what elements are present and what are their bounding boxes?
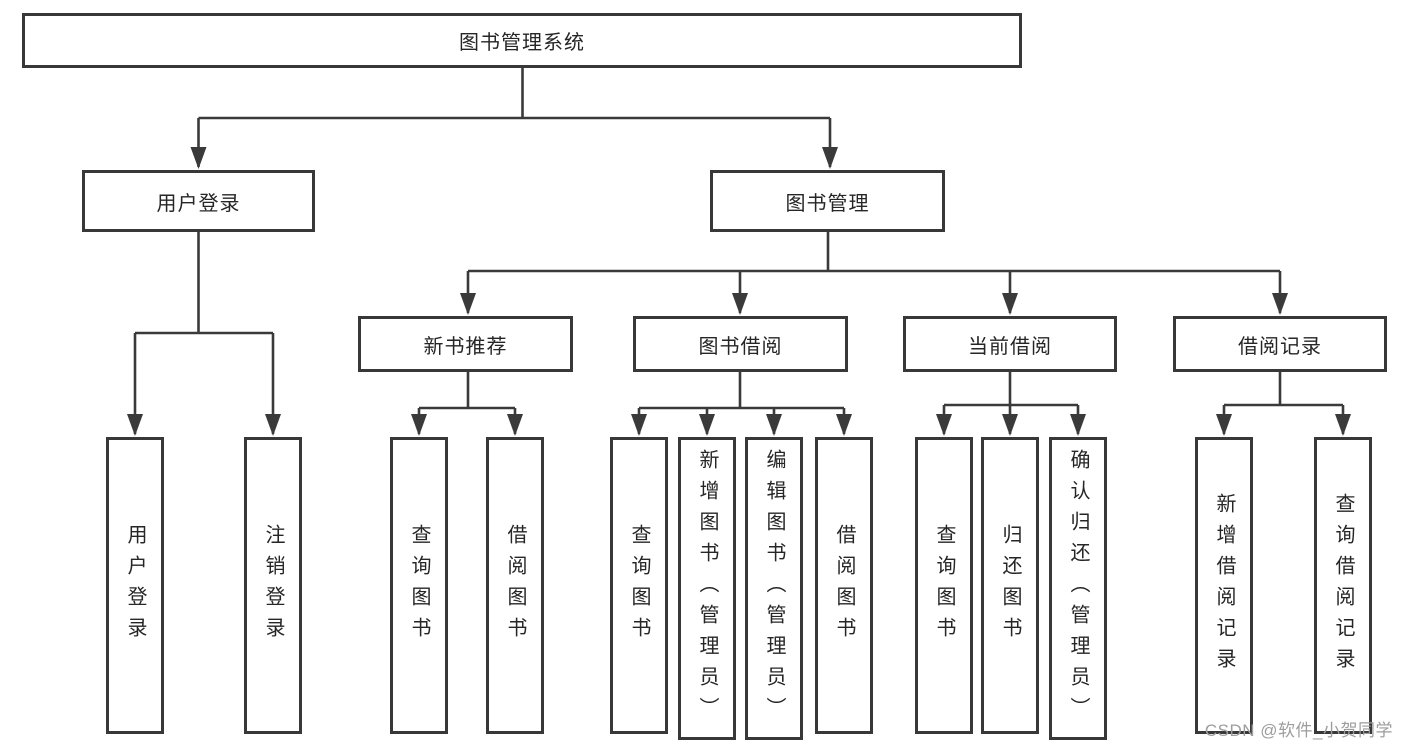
watermark: CSDN @软件_小贺同学 xyxy=(1204,721,1393,740)
leaf-logout: 注销登录 xyxy=(244,437,302,734)
node-new-book-recommend: 新书推荐 xyxy=(358,316,573,372)
node-current-borrowing: 当前借阅 xyxy=(903,316,1117,372)
node-user-login: 用户登录 xyxy=(82,170,315,232)
leaf-bb-query-books: 查询图书 xyxy=(610,437,668,734)
connector-trunks xyxy=(135,66,1343,410)
node-book-borrowing: 图书借阅 xyxy=(633,316,848,372)
leaf-br-add-record: 新增借阅记录 xyxy=(1195,437,1253,734)
leaf-cb-confirm-return-admin: 确认归还（管理员） xyxy=(1049,437,1107,740)
leaf-bb-edit-books-admin: 编辑图书（管理员） xyxy=(745,437,803,740)
node-book-management: 图书管理 xyxy=(710,170,945,232)
leaf-br-query-record: 查询借阅记录 xyxy=(1314,437,1372,734)
leaf-nbr-query-books: 查询图书 xyxy=(390,437,448,734)
leaf-bb-add-books-admin: 新增图书（管理员） xyxy=(678,437,736,740)
leaf-cb-return-books: 归还图书 xyxy=(981,437,1039,734)
leaf-nbr-borrow-books: 借阅图书 xyxy=(486,437,544,734)
leaf-user-login: 用户登录 xyxy=(106,437,164,734)
leaf-bb-borrow-books: 借阅图书 xyxy=(815,437,873,734)
node-library-management-system: 图书管理系统 xyxy=(22,13,1022,68)
node-borrow-records: 借阅记录 xyxy=(1173,316,1387,372)
leaf-cb-query-books: 查询图书 xyxy=(915,437,973,734)
